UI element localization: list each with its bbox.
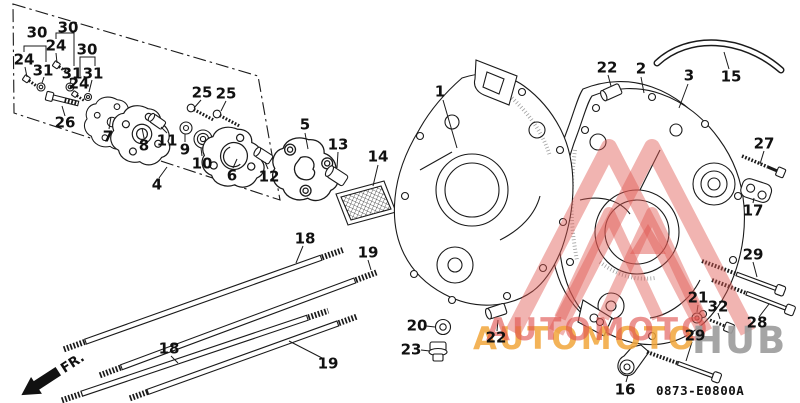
- watermark-logo: [505, 139, 756, 336]
- part-label: 13: [327, 135, 349, 154]
- leader-lines: [23, 32, 770, 383]
- oil-screen: [335, 180, 397, 226]
- part-label: 18: [158, 339, 180, 358]
- part-label: 23: [400, 340, 422, 359]
- part-label: 21: [687, 288, 709, 307]
- case-bolts: [646, 154, 796, 384]
- part-label: 12: [258, 167, 280, 186]
- watermark-text-suffix: HUB: [692, 319, 788, 362]
- part-label: 29: [684, 326, 706, 345]
- part-label: 31: [82, 64, 104, 83]
- part-label: 19: [317, 354, 339, 373]
- part-label: 14: [367, 147, 389, 166]
- part-label: 30: [57, 18, 79, 37]
- part-label: 3: [683, 66, 695, 85]
- part-label: 15: [720, 67, 742, 86]
- watermark-text-shadow: AUTOMOTO: [473, 321, 698, 357]
- part-label: 29: [742, 245, 764, 264]
- part-label: 30: [26, 23, 48, 42]
- part-label: 28: [746, 313, 768, 332]
- part-label: 31: [61, 64, 83, 83]
- part-label: 6: [226, 166, 238, 185]
- assembly-boundary: [12, 3, 281, 201]
- watermark-text-main: AUTOMOTO: [486, 312, 711, 348]
- part-label: 30: [76, 40, 98, 59]
- part-label: 25: [215, 84, 237, 103]
- part-label: 22: [485, 328, 507, 347]
- part-label: 31: [32, 61, 54, 80]
- part-label: 8: [138, 136, 150, 155]
- part-label: 10: [191, 154, 213, 173]
- part-label: 25: [191, 83, 213, 102]
- crankcase-left-drawing: [393, 59, 574, 306]
- part-label: 17: [742, 201, 764, 220]
- cylinder-studs: [60, 247, 378, 403]
- crankcase-right-drawing: [557, 88, 745, 346]
- part-label: 5: [299, 115, 311, 134]
- part-label: 11: [156, 131, 178, 150]
- small-parts: [428, 39, 785, 377]
- part-label: 26: [54, 113, 76, 132]
- part-label: 19: [357, 243, 379, 262]
- part-label: 27: [753, 134, 775, 153]
- part-label: 18: [294, 229, 316, 248]
- part-label: 4: [151, 175, 163, 194]
- part-label: 22: [596, 58, 618, 77]
- part-label: 7: [102, 127, 114, 146]
- part-label: 16: [614, 380, 636, 399]
- part-label: 32: [707, 297, 729, 316]
- part-label: 1: [434, 82, 446, 101]
- part-label: 2: [635, 59, 647, 78]
- drawing-code: 0873-E0800A: [656, 383, 745, 398]
- part-label: 24: [45, 36, 67, 55]
- part-label: 24: [13, 50, 35, 69]
- part-label: 9: [179, 140, 191, 159]
- part-label: 24: [68, 74, 90, 93]
- part-label: 20: [406, 316, 428, 335]
